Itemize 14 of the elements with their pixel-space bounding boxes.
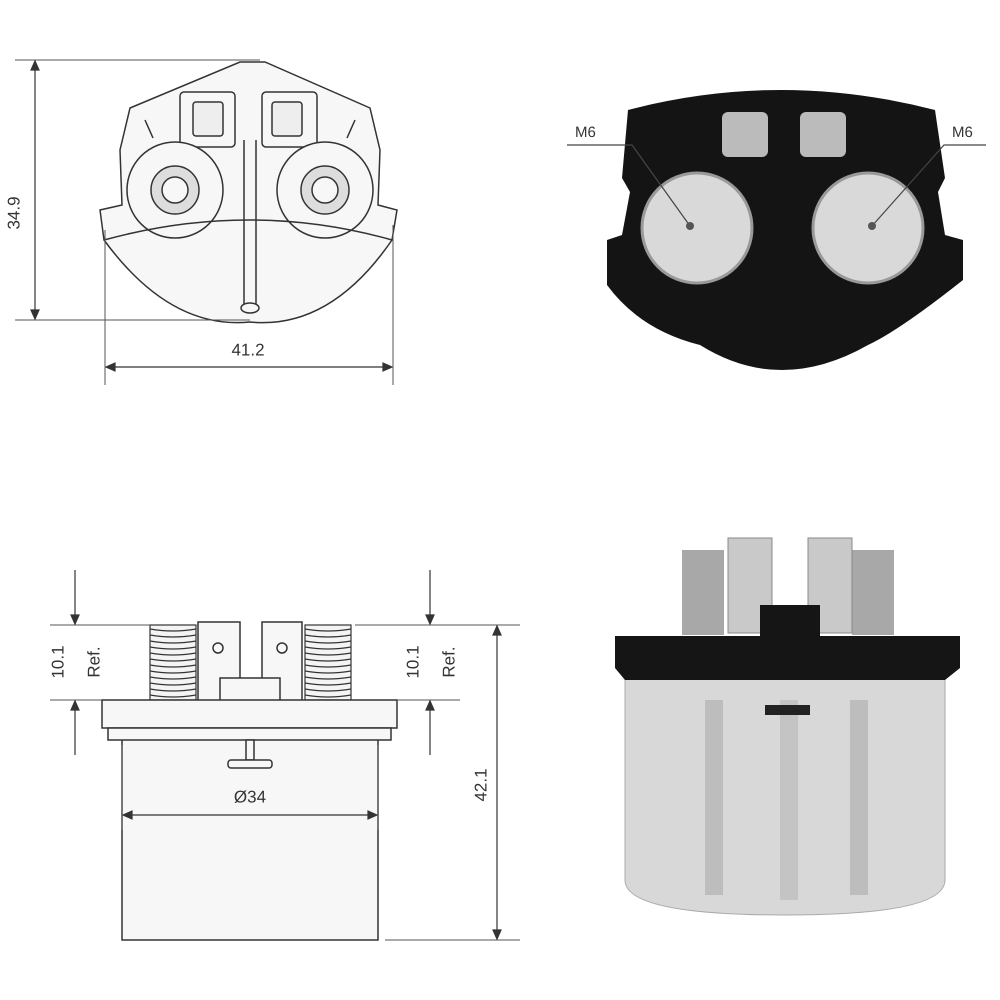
terminal-center-dot [868, 222, 876, 230]
dimension-text: 41.2 [231, 342, 265, 358]
dimension-text: Ø34 [234, 788, 266, 806]
dimension-text: 10.1 [404, 645, 422, 679]
dimension-text: 34.9 [6, 196, 22, 230]
dimension-text: 10.1 [50, 645, 66, 679]
leader-line [567, 144, 688, 224]
dimension-text: 42.1 [472, 768, 490, 802]
leader-line [874, 144, 986, 224]
dimension-text: Ref. [86, 646, 102, 678]
callout-label: M6 [575, 125, 596, 140]
dimension-text: Ref. [440, 646, 458, 678]
terminal-center-dot [686, 222, 694, 230]
callout-label: M6 [952, 125, 973, 140]
